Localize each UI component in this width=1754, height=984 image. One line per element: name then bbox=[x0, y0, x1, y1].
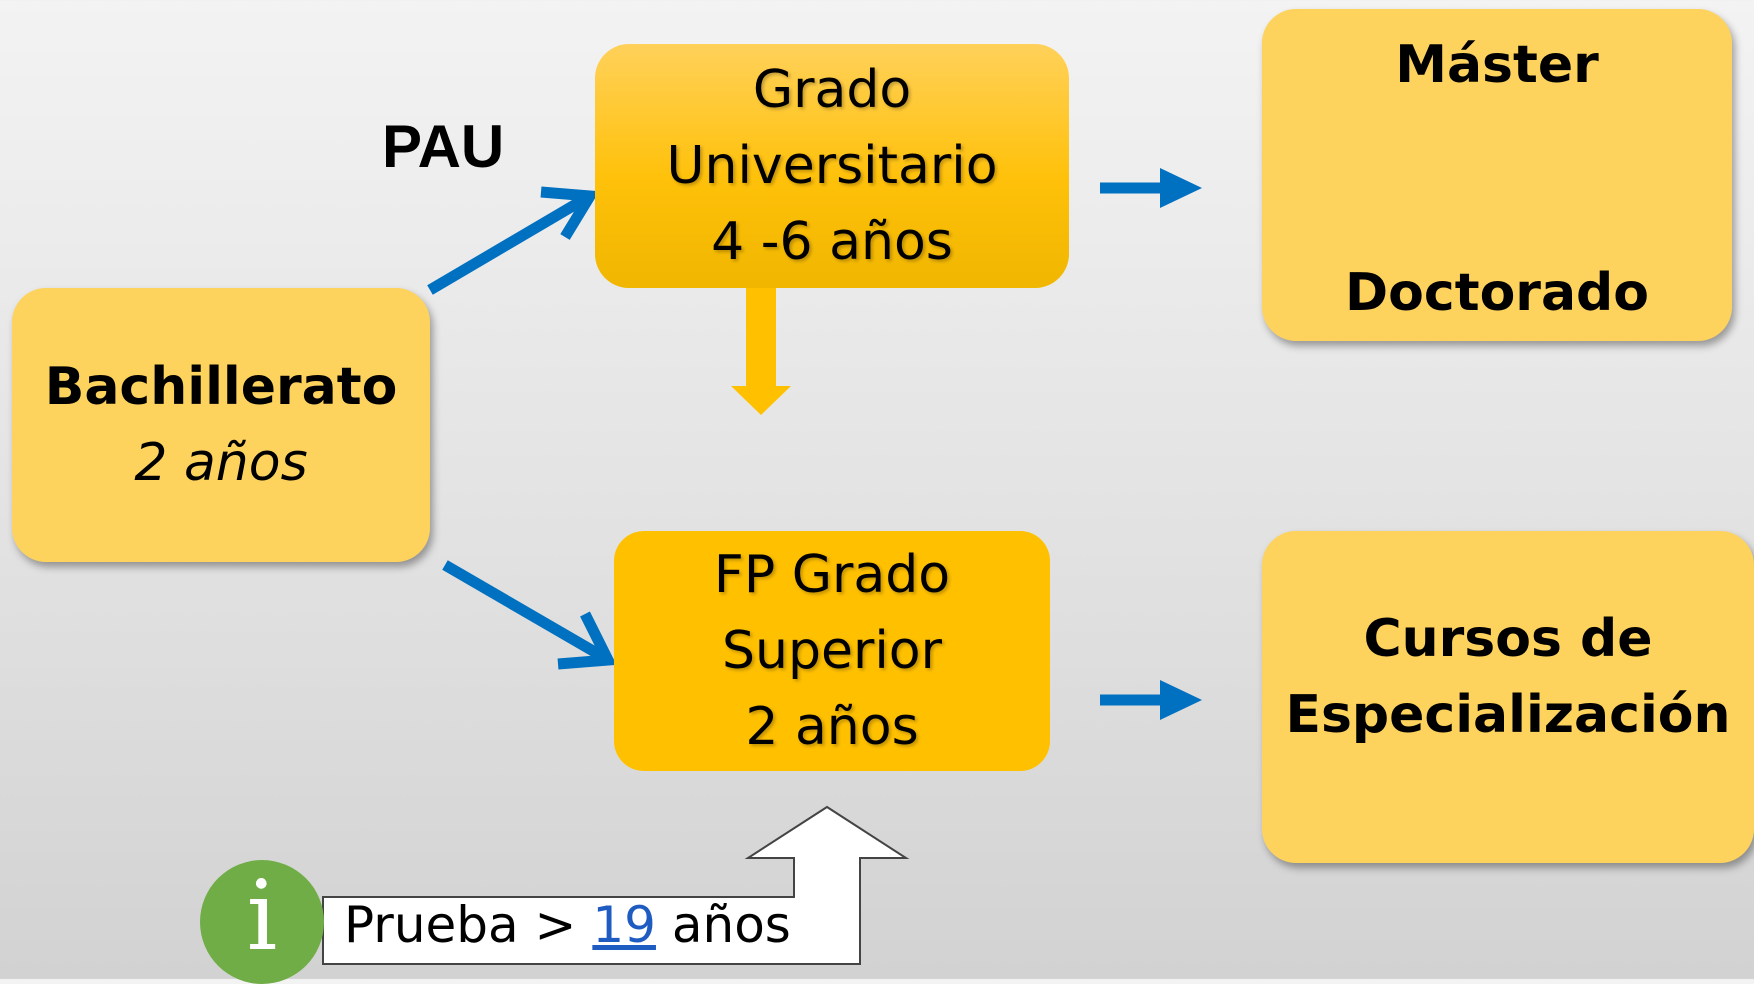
prueba-prefix: Prueba > bbox=[344, 896, 593, 954]
grado-line1: Grado bbox=[752, 60, 912, 120]
node-bachillerato: Bachillerato 2 años bbox=[12, 288, 430, 562]
arrow-fp-to-cursos bbox=[1100, 680, 1202, 720]
prueba-label: Prueba > 19 años bbox=[344, 896, 791, 954]
node-cursos-especializacion: Cursos de Especialización bbox=[1262, 531, 1754, 863]
node-grado-universitario: Grado Universitario 4 -6 años bbox=[595, 44, 1069, 288]
bachillerato-title: Bachillerato bbox=[44, 357, 398, 417]
prueba-age-link[interactable]: 19 bbox=[592, 896, 656, 954]
prueba-suffix: años bbox=[655, 896, 791, 954]
info-icon[interactable]: i bbox=[200, 860, 324, 984]
bachillerato-duration: 2 años bbox=[134, 433, 308, 493]
up-arrow-into-fp bbox=[322, 805, 910, 965]
pau-label: PAU bbox=[382, 113, 505, 180]
fp-line2: Superior bbox=[722, 621, 942, 681]
node-master-doctorado: Máster Doctorado bbox=[1262, 9, 1732, 341]
arrow-bachillerato-to-grado bbox=[427, 195, 586, 295]
master-label: Máster bbox=[1395, 35, 1599, 95]
doctorado-label: Doctorado bbox=[1345, 263, 1649, 323]
cursos-line1: Cursos de bbox=[1363, 609, 1653, 669]
fp-line1: FP Grado bbox=[713, 545, 951, 605]
fp-duration: 2 años bbox=[745, 697, 919, 757]
cursos-line2: Especialización bbox=[1285, 685, 1731, 745]
arrow-grado-to-master bbox=[1100, 168, 1202, 208]
grado-line2: Universitario bbox=[666, 136, 998, 196]
arrow-grado-to-fp bbox=[731, 286, 791, 415]
grado-duration: 4 -6 años bbox=[711, 212, 953, 272]
node-fp-grado-superior: FP Grado Superior 2 años bbox=[614, 531, 1050, 771]
arrow-bachillerato-to-fp bbox=[442, 560, 603, 660]
